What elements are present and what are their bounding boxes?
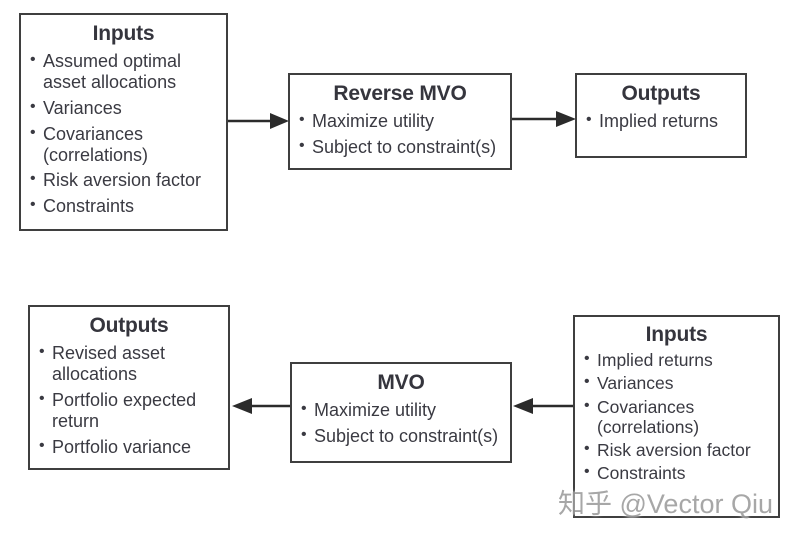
arrow-inputs-to-mvo [513, 398, 573, 414]
bullet-icon: • [30, 51, 36, 68]
bullet-list: •Maximize utility •Subject to constraint… [290, 111, 510, 158]
list-item: •Constraints [584, 463, 686, 484]
bullet-icon: • [39, 436, 45, 454]
list-item: •Risk aversion factor [30, 170, 202, 191]
bullet-icon: • [584, 463, 590, 481]
bottom-outputs-box: Outputs •Revised asset allocations •Port… [28, 305, 230, 470]
bullet-icon: • [30, 123, 36, 141]
bottom-inputs-box: Inputs •Implied returns •Variances •Cova… [573, 315, 780, 518]
zhihu-watermark: 知乎 @Vector Qiu [558, 489, 773, 519]
box-title: Outputs [621, 82, 701, 105]
bullet-icon: • [30, 97, 36, 115]
bullet-icon: • [584, 373, 590, 391]
list-item: •Revised asset allocations [39, 343, 166, 384]
bullet-icon: • [39, 343, 45, 360]
list-item: •Variances [584, 373, 674, 394]
bullet-icon: • [30, 170, 36, 188]
bullet-list: •Implied returns •Variances •Covariances… [575, 350, 778, 484]
bullet-icon: • [30, 196, 36, 214]
list-item: •Implied returns [586, 111, 719, 131]
bullet-list: •Maximize utility •Subject to constraint… [292, 400, 510, 447]
list-item: •Maximize utility [299, 111, 435, 131]
box-title: Inputs [645, 323, 708, 346]
list-item: •Subject to constraint(s) [301, 425, 499, 446]
arrow-reverse-mvo-to-outputs [512, 111, 576, 127]
bullet-list: •Assumed optimal asset allocations •Vari… [21, 51, 226, 217]
bullet-icon: • [584, 396, 590, 414]
list-item: •Assumed optimal asset allocations [30, 51, 182, 92]
bullet-icon: • [301, 425, 307, 443]
list-item: •Implied returns [584, 350, 713, 370]
box-title: Reverse MVO [333, 82, 467, 105]
mvo-box: MVO •Maximize utility •Subject to constr… [290, 362, 512, 463]
bullet-icon: • [584, 350, 590, 367]
box-title: Outputs [89, 314, 169, 337]
arrow-mvo-to-outputs [232, 398, 290, 414]
bullet-list: •Revised asset allocations •Portfolio ex… [30, 343, 228, 457]
top-inputs-box: Inputs •Assumed optimal asset allocation… [19, 13, 228, 231]
bullet-icon: • [584, 440, 590, 458]
bullet-list: •Implied returns [577, 111, 745, 132]
bullet-icon: • [299, 136, 305, 154]
bullet-icon: • [299, 111, 305, 128]
top-outputs-box: Outputs •Implied returns [575, 73, 747, 158]
list-item: •Covariances (correlations) [30, 123, 149, 165]
list-item: •Maximize utility [301, 400, 437, 420]
bullet-icon: • [39, 389, 45, 407]
bullet-icon: • [301, 400, 307, 417]
list-item: •Covariances (correlations) [584, 396, 700, 437]
list-item: •Constraints [30, 196, 135, 217]
list-item: •Portfolio variance [39, 436, 192, 457]
list-item: •Portfolio expected return [39, 389, 197, 431]
list-item: •Variances [30, 97, 122, 118]
reverse-mvo-box: Reverse MVO •Maximize utility •Subject t… [288, 73, 512, 170]
arrow-inputs-to-reverse-mvo [228, 113, 289, 129]
list-item: •Risk aversion factor [584, 440, 751, 461]
list-item: •Subject to constraint(s) [299, 136, 497, 157]
box-title: MVO [377, 371, 425, 394]
bullet-icon: • [586, 111, 592, 128]
box-title: Inputs [92, 22, 155, 45]
